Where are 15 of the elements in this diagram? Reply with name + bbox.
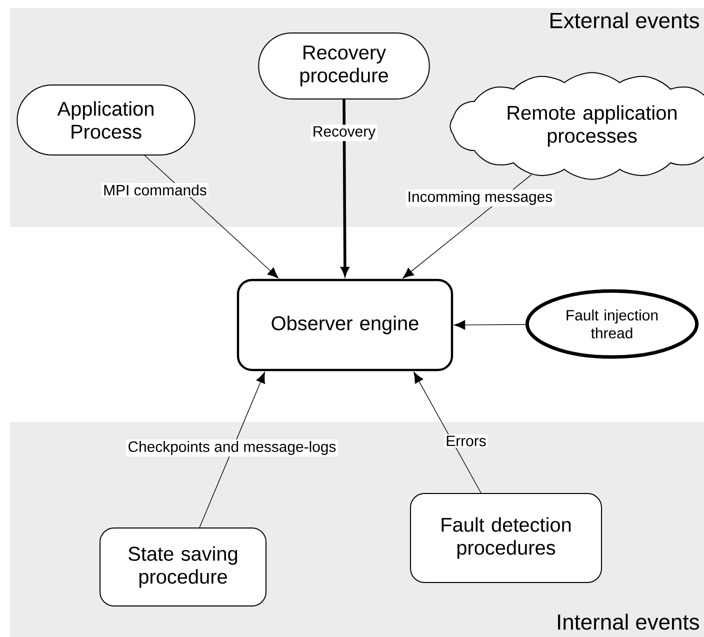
process-box: Observer engine: [236, 278, 454, 372]
arrow: [144, 155, 279, 278]
process-box: Fault detection procedures: [410, 492, 602, 583]
edge-label: Checkpoints and message-logs: [128, 441, 336, 455]
arrow: [402, 174, 532, 278]
edge-label: MPI commands: [104, 184, 206, 196]
arrow: [340, 99, 349, 276]
arrow: [454, 320, 526, 330]
edge-label: Errors: [446, 436, 486, 446]
edge-label: Recovery: [314, 126, 376, 140]
arrow: [414, 372, 482, 494]
process-box: State saving procedure: [100, 527, 266, 606]
arrow: [199, 372, 266, 528]
edge-label: Incomming messages: [408, 191, 552, 205]
process-cloud: Remote application processes: [450, 72, 704, 180]
